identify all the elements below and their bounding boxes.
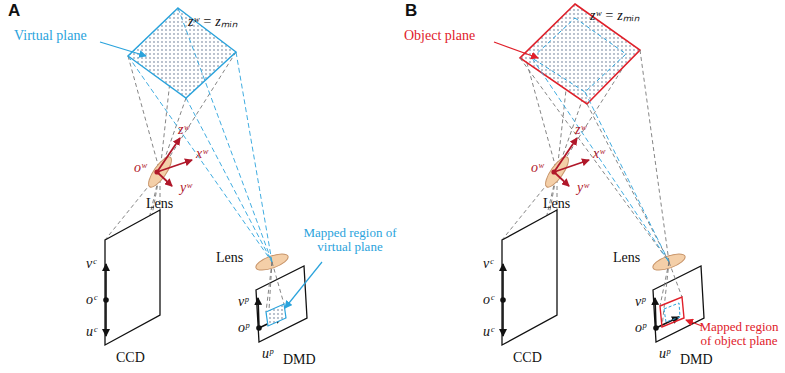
axis-label: uᵖ (659, 346, 670, 361)
axis-label: vᵖ (635, 294, 645, 309)
axis-label: zʷ (575, 122, 586, 137)
device-label: DMD (680, 352, 713, 367)
plane-equation: zʷ = zₘᵢₙ (188, 14, 238, 29)
axis-label: yʷ (180, 180, 192, 195)
axis-label: vᵖ (238, 294, 248, 309)
axis-label: vᶜ (86, 256, 96, 271)
axis-label: oʷ (531, 160, 543, 175)
device-label: DMD (283, 352, 316, 367)
axis-label: uᶜ (86, 324, 97, 339)
plane-label: Object plane (404, 28, 475, 43)
axis-label: yʷ (577, 180, 589, 195)
plane-equation: zʷ = zₘᵢₙ (590, 8, 640, 23)
lens-label: Lens (543, 196, 570, 211)
device-label: CCD (116, 350, 145, 365)
axis-label: oᶜ (86, 292, 97, 307)
lens-label: Lens (216, 250, 243, 265)
axis-label: oᵖ (635, 320, 646, 335)
panel-letter: A (8, 2, 20, 21)
mapped-region-label: Mapped region of virtual plane (300, 226, 400, 255)
lens-label: Lens (613, 250, 640, 265)
axis-label: xʷ (196, 146, 208, 161)
axis-label: uᵖ (262, 346, 273, 361)
device-label: CCD (513, 350, 542, 365)
axis-label: oʷ (134, 160, 146, 175)
lens-label: Lens (146, 196, 173, 211)
axis-label: uᶜ (483, 324, 494, 339)
axis-label: oᵖ (238, 320, 249, 335)
axis-label: zʷ (178, 122, 189, 137)
mapped-region-label: Mapped region of object plane (698, 320, 780, 349)
plane-label: Virtual plane (14, 28, 87, 43)
axis-label: oᶜ (483, 292, 494, 307)
axis-label: xʷ (593, 146, 605, 161)
panel-letter: B (405, 2, 417, 21)
axis-label: vᶜ (483, 256, 493, 271)
